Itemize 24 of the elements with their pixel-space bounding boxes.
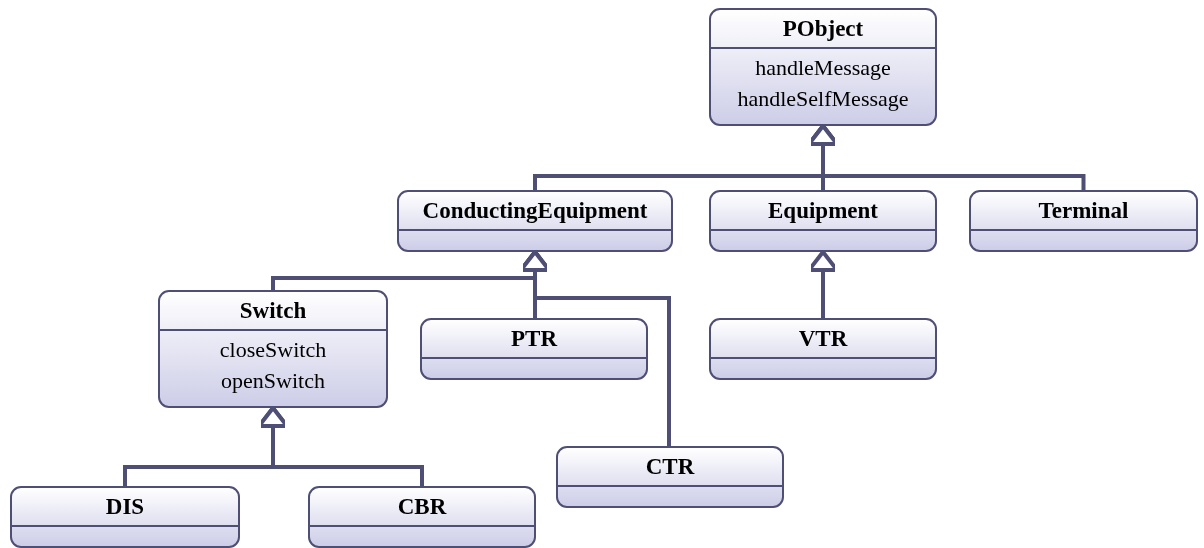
class-box — [709, 8, 937, 126]
class-name: VTR — [798, 325, 848, 352]
class-name: Equipment — [768, 197, 878, 224]
class-box — [709, 318, 937, 380]
class-name: Switch — [239, 297, 307, 324]
class-box — [420, 318, 648, 380]
method-name: handleMessage — [754, 54, 892, 82]
class-name: ConductingEquipment — [422, 197, 648, 224]
class-box — [397, 190, 673, 252]
class-name: CTR — [645, 453, 695, 480]
class-box — [308, 486, 536, 548]
class-box — [709, 190, 937, 252]
class-name: DIS — [105, 493, 145, 520]
class-box — [158, 290, 388, 408]
method-name: handleSelfMessage — [736, 85, 910, 113]
class-box — [556, 446, 784, 508]
class-name: Terminal — [1038, 197, 1129, 224]
method-name: openSwitch — [220, 367, 326, 395]
class-name: PObject — [782, 15, 864, 42]
class-name: CBR — [397, 493, 447, 520]
class-name: PTR — [511, 325, 557, 352]
method-name: closeSwitch — [218, 336, 328, 364]
class-box — [969, 190, 1198, 252]
class-box — [10, 486, 240, 548]
